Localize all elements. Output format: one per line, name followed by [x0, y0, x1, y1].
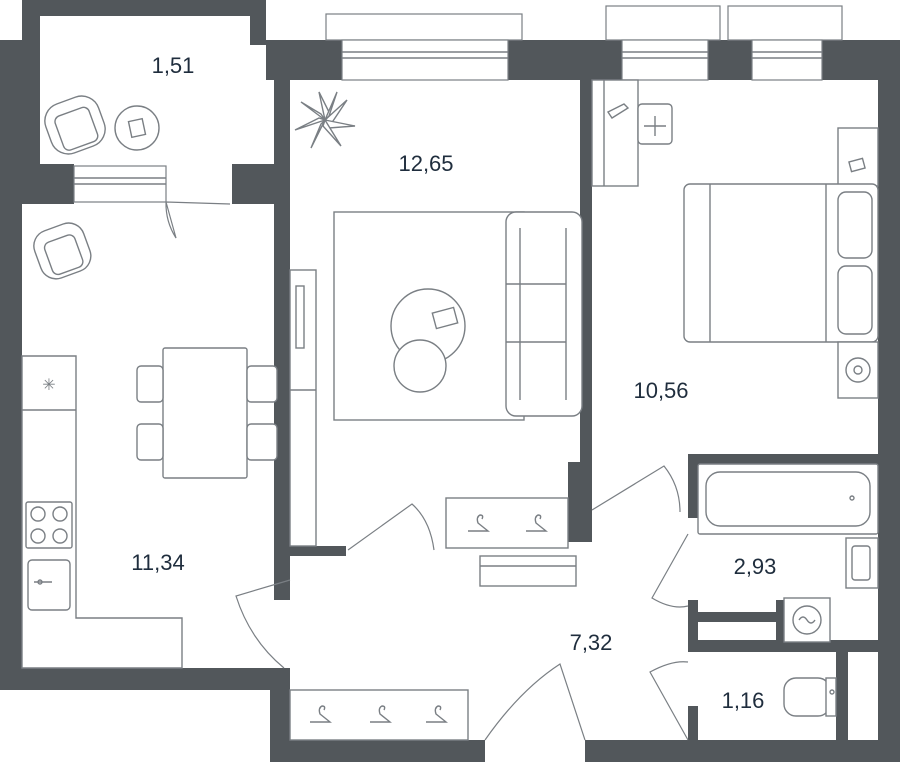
windows — [73, 5, 843, 203]
wall-top-c — [708, 40, 752, 80]
armchair-kitchen-icon — [33, 222, 92, 280]
window-living-frame — [325, 13, 523, 41]
pillow-icon — [837, 265, 873, 335]
door-balcony — [165, 201, 231, 239]
bedroom-area-label: 10,56 — [633, 378, 688, 403]
kitchen-furniture: ✳ — [21, 222, 278, 669]
living-furniture — [289, 91, 583, 587]
kitchen-area-label: 11,34 — [131, 550, 184, 575]
door-bedroom — [591, 465, 681, 513]
wall-bath-left — [688, 454, 698, 518]
hanger-icon — [370, 705, 392, 723]
wall-bottom-step — [270, 668, 290, 762]
wall-top-b — [508, 40, 622, 80]
wall-wc-top — [688, 640, 900, 652]
window-bedroom-right-frame — [727, 5, 843, 41]
door-toilet — [649, 661, 689, 741]
pouf-icon — [393, 339, 447, 393]
door-bathroom — [651, 533, 689, 608]
wall-outer-bottom — [270, 740, 485, 762]
wall-divider-stub — [568, 462, 592, 542]
wall-outer-bottom-right — [585, 740, 900, 762]
desk-icon — [591, 79, 639, 187]
balcony-furniture — [44, 95, 160, 155]
wall-living-bottom — [290, 546, 346, 556]
plant-icon — [294, 91, 356, 149]
book-icon — [431, 306, 459, 330]
wall-bath-strip — [698, 612, 776, 622]
door-entrance — [484, 663, 586, 741]
sparkle-icon: ✳ — [42, 375, 55, 394]
dining-table-icon — [162, 347, 248, 479]
area-labels: 1,51 12,65 10,56 11,34 7,32 2,93 1,16 — [131, 53, 776, 713]
wall-balcony-left — [22, 0, 40, 180]
chair-icon — [246, 423, 278, 461]
hanger-icon — [426, 705, 448, 723]
chair-icon — [136, 423, 164, 461]
wall-outer-right — [878, 40, 900, 762]
wall-wc-right — [836, 652, 848, 762]
hallway-wardrobe-icon — [289, 689, 469, 741]
wall-top-left — [0, 40, 40, 62]
hanger-icon — [526, 514, 548, 532]
toilet-icon — [783, 677, 831, 717]
wall-outer-bottom-left — [0, 668, 290, 690]
shelf-icon — [479, 555, 577, 587]
pillow-icon — [837, 191, 873, 259]
wall-kitchen-top-left — [22, 164, 74, 204]
window-bedroom-left-frame — [605, 5, 721, 41]
wall-kitchen-living — [274, 40, 290, 600]
sink-icon — [27, 559, 71, 611]
wall-outer-left — [0, 40, 22, 690]
hanger-icon — [310, 705, 332, 723]
wardrobe-icon — [445, 497, 569, 549]
chair-icon — [246, 365, 278, 403]
armchair-icon — [44, 95, 106, 155]
bed-icon — [683, 183, 879, 343]
toilet-area-label: 1,16 — [722, 688, 765, 713]
book-icon — [127, 117, 147, 139]
tv-icon — [295, 285, 305, 349]
wall-bath-top — [688, 454, 900, 464]
door-kitchen — [235, 579, 291, 669]
wall-bath-left-lower — [688, 600, 698, 650]
bathroom-area-label: 2,93 — [734, 554, 777, 579]
wall-wc-left — [688, 706, 698, 762]
window-living — [341, 39, 509, 81]
phone-icon — [848, 157, 866, 173]
wall-balcony-top — [22, 0, 266, 16]
window-bedroom-right — [751, 39, 823, 81]
hanger-icon — [468, 514, 490, 532]
wall-living-bedroom — [580, 40, 592, 540]
living-room-area-label: 12,65 — [398, 151, 453, 176]
hallway-area-label: 7,32 — [570, 630, 613, 655]
doors — [165, 201, 689, 741]
hallway-furniture — [289, 689, 469, 741]
lamp-icon — [606, 103, 630, 119]
bedroom-furniture — [591, 79, 879, 399]
bathroom-fixtures — [697, 463, 879, 643]
sofa-icon — [505, 211, 583, 417]
balcony-area-label: 1,51 — [152, 53, 195, 78]
window-bedroom-left — [621, 39, 709, 81]
wall-bath-middle — [776, 600, 786, 652]
toilet-fixtures — [783, 677, 837, 717]
nightstand-icon — [837, 127, 879, 187]
chair-icon — [136, 365, 164, 403]
door-living — [347, 503, 435, 551]
